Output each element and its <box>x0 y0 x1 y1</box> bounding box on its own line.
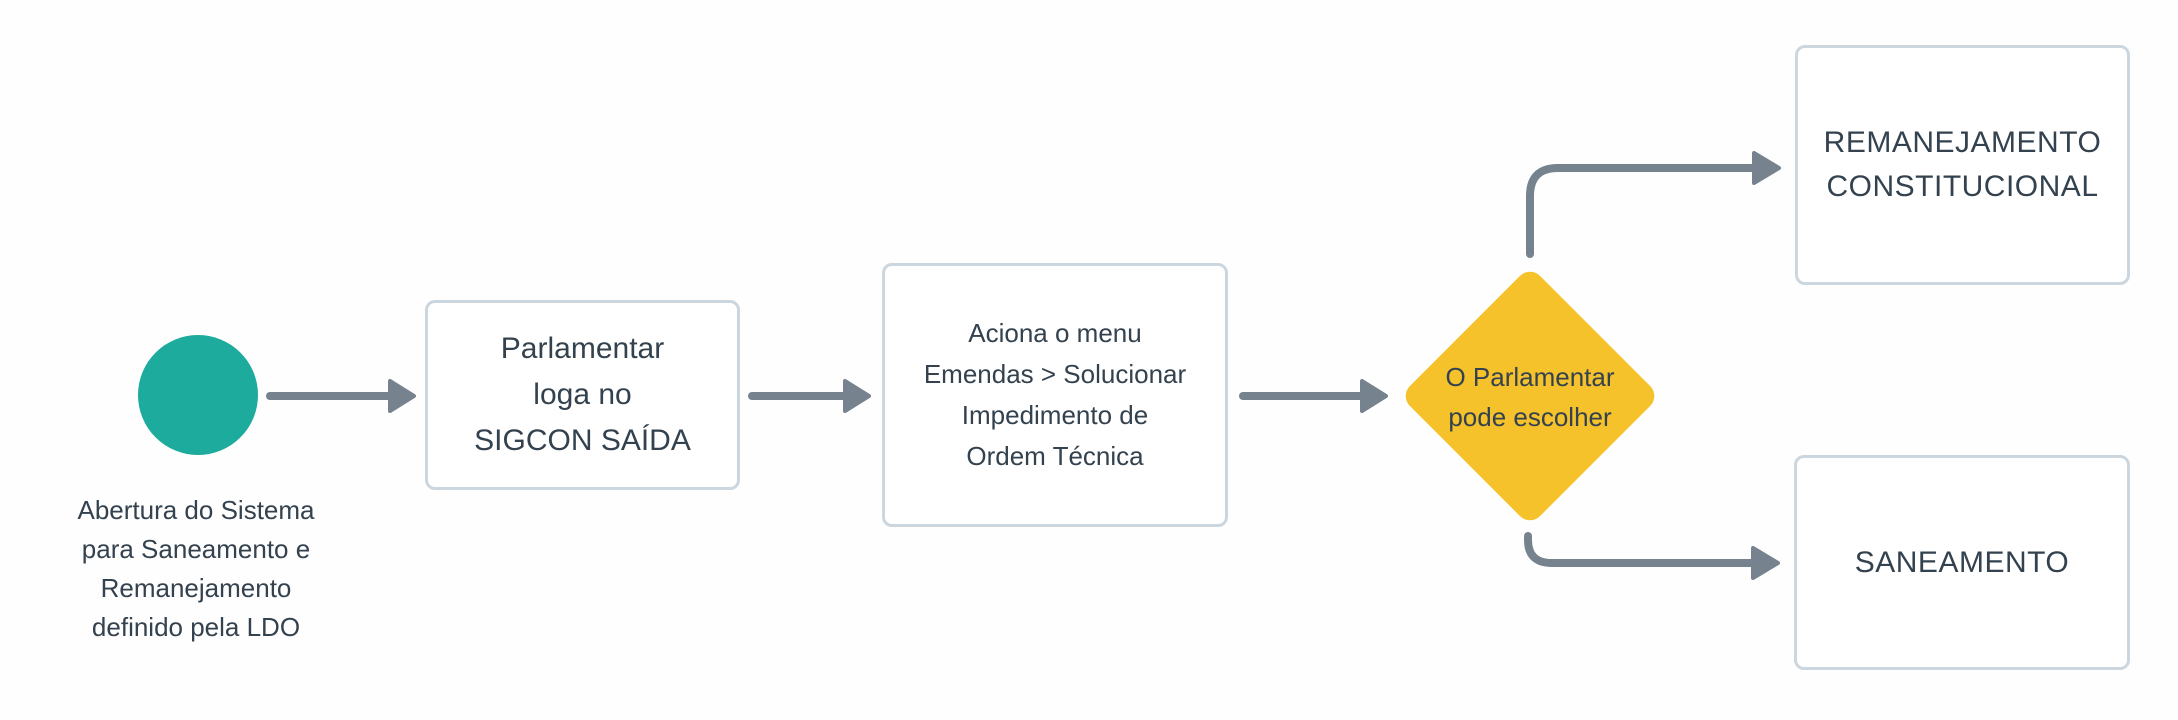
process-node-menu-label: Aciona o menu Emendas > Solucionar Imped… <box>924 313 1186 477</box>
arrow-head-icon <box>1752 151 1781 185</box>
arrow-decision-to-remanejamento <box>1526 151 1781 258</box>
label-line: SANEAMENTO <box>1854 545 2070 579</box>
label-line: REMANEJAMENTO <box>1823 126 2102 159</box>
start-node <box>138 335 258 455</box>
label-line: Aciona o menu <box>968 318 1142 348</box>
label-line: Parlamentar <box>500 332 665 365</box>
process-node-login-label: Parlamentar loga no SIGCON SAÍDA <box>474 326 691 464</box>
arrow-start-to-login <box>266 379 416 413</box>
label-line: Abertura do Sistema <box>77 495 315 525</box>
process-node-menu: Aciona o menu Emendas > Solucionar Imped… <box>882 263 1228 527</box>
label-line: Emendas > Solucionar <box>923 359 1187 389</box>
arrow-line <box>1524 532 1757 567</box>
arrow-login-to-menu <box>748 379 871 413</box>
arrow-head-icon <box>1751 546 1780 580</box>
start-node-label: Abertura do Sistema para Saneamento e Re… <box>36 491 356 647</box>
outcome-node-remanejamento-label: REMANEJAMENTO CONSTITUCIONAL <box>1824 121 2102 209</box>
label-line: CONSTITUCIONAL <box>1826 170 2099 203</box>
process-node-login: Parlamentar loga no SIGCON SAÍDA <box>425 300 740 490</box>
label-line: Ordem Técnica <box>966 441 1144 471</box>
arrow-menu-to-decision <box>1239 379 1388 413</box>
arrow-head-icon <box>1360 379 1388 413</box>
label-line: SIGCON SAÍDA <box>474 424 691 457</box>
arrow-line <box>1526 164 1758 258</box>
arrow-head-icon <box>388 379 416 413</box>
label-line: Remanejamento <box>100 573 292 603</box>
arrow-decision-to-saneamento <box>1524 532 1780 580</box>
outcome-node-remanejamento: REMANEJAMENTO CONSTITUCIONAL <box>1795 45 2130 285</box>
outcome-node-saneamento-label: SANEAMENTO <box>1855 541 2070 585</box>
label-line: Impedimento de <box>961 400 1149 430</box>
label-line: O Parlamentar <box>1445 362 1615 392</box>
decision-node-label: O Parlamentar pode escolher <box>1390 357 1670 437</box>
label-line: definido pela LDO <box>91 612 301 642</box>
outcome-node-saneamento: SANEAMENTO <box>1794 455 2130 670</box>
label-line: pode escolher <box>1448 402 1612 432</box>
arrow-head-icon <box>843 379 871 413</box>
label-line: para Saneamento e <box>81 534 311 564</box>
label-line: loga no <box>533 378 632 411</box>
